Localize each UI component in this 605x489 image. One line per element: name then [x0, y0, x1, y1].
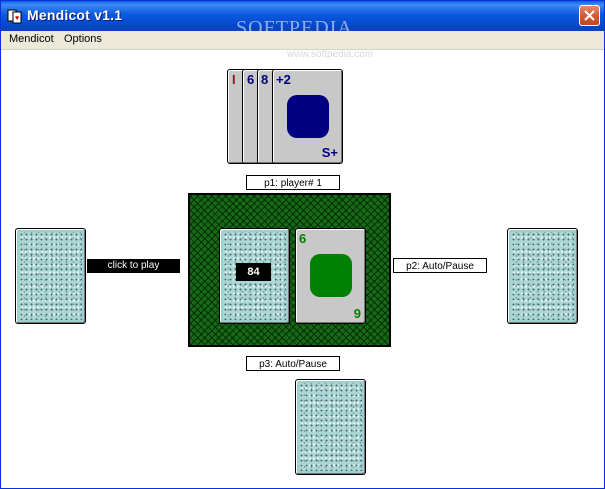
click-to-play-button[interactable]: click to play — [87, 259, 180, 273]
card-back-pattern — [299, 383, 362, 471]
card-rank-bottom: 9 — [353, 306, 361, 321]
card-rank: 8 — [261, 72, 269, 87]
window-title: Mendicot v1.1 — [27, 7, 123, 23]
close-button[interactable] — [579, 5, 600, 26]
south-card-back — [295, 379, 366, 475]
title-bar[interactable]: ♥ Mendicot v1.1 SOFTPEDIA — [1, 1, 604, 39]
svg-text:♥: ♥ — [15, 15, 19, 22]
card-rank-bottom: S+ — [321, 145, 338, 160]
watermark-url: www.softpedia.com — [287, 49, 374, 60]
east-card-back — [507, 228, 578, 324]
hand-card[interactable]: +2 S+ — [272, 69, 343, 164]
played-card: 6 9 — [295, 228, 366, 324]
card-back-pattern — [511, 232, 574, 320]
card-pip — [310, 254, 352, 297]
menu-options[interactable]: Options — [64, 33, 102, 45]
app-icon: ♥ — [7, 9, 22, 24]
card-rank: +2 — [276, 72, 291, 87]
card-rank: 6 — [299, 231, 307, 246]
menu-mendicot[interactable]: Mendicot — [9, 33, 54, 45]
player-label-p1: p1: player# 1 — [246, 175, 340, 190]
card-rank: I — [232, 72, 236, 87]
close-icon — [584, 10, 595, 21]
menu-bar: Mendicot Options — [1, 31, 604, 50]
card-back-pattern — [19, 232, 82, 320]
score-display: 84 — [236, 263, 271, 281]
west-card-back — [15, 228, 86, 324]
player-label-p3: p3: Auto/Pause — [246, 356, 340, 371]
card-rank: 6 — [247, 72, 255, 87]
card-pip — [287, 95, 329, 138]
player-label-p2: p2: Auto/Pause — [393, 258, 487, 273]
